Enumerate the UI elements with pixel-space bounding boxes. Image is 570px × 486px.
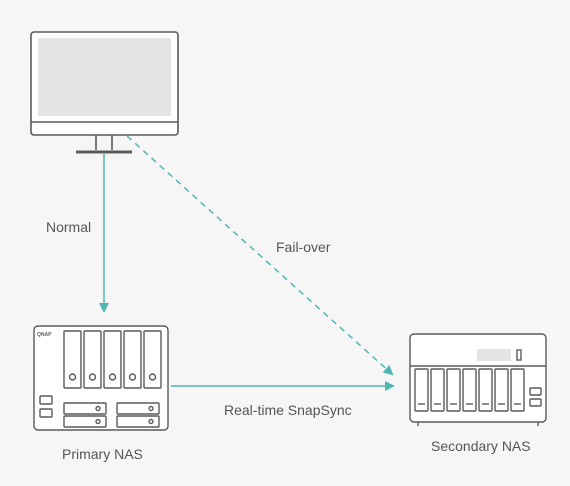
- normal-label: Normal: [46, 219, 92, 235]
- failover-arrow: [126, 135, 394, 376]
- primary-nas-logo: QNAP: [37, 332, 52, 338]
- snapsync-label: Real-time SnapSync: [224, 402, 352, 418]
- secondary-nas-icon: [409, 333, 547, 426]
- monitor-icon: [30, 31, 179, 154]
- primary-nas-label: Primary NAS: [62, 446, 143, 462]
- failover-label: Fail-over: [276, 239, 331, 255]
- secondary-nas-label: Secondary NAS: [431, 438, 531, 454]
- primary-nas-icon: [33, 325, 169, 431]
